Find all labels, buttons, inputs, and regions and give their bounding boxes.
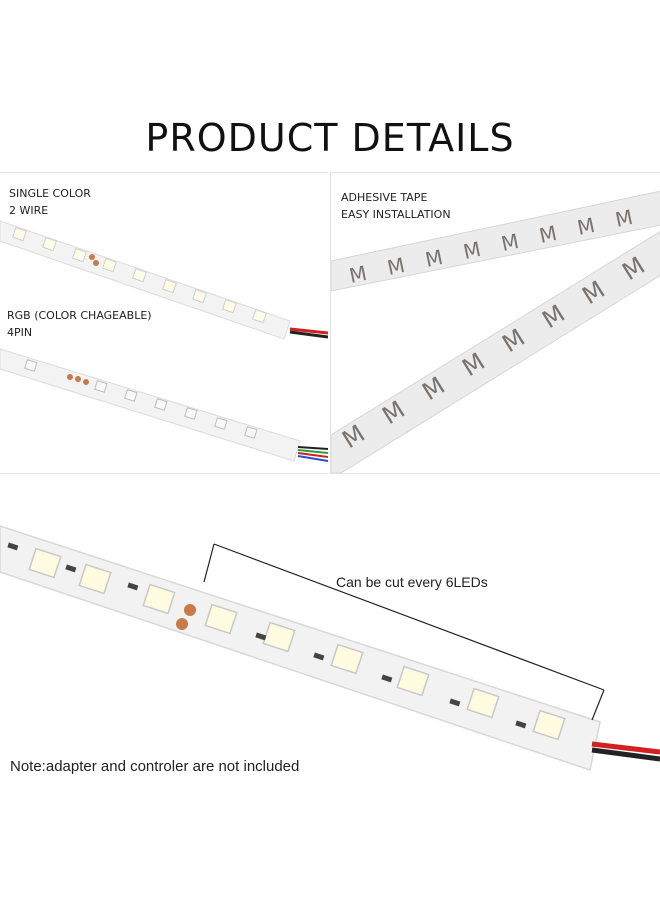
single-color-label: SINGLE COLOR 2 WIRE bbox=[9, 185, 91, 219]
adhesive-subtitle: EASY INSTALLATION bbox=[341, 208, 451, 221]
rgb-title: RGB (COLOR CHAGEABLE) bbox=[7, 309, 152, 322]
large-strip-wires bbox=[591, 741, 660, 762]
not-included-note: Note:adapter and controler are not inclu… bbox=[10, 758, 300, 775]
svg-text:M: M bbox=[347, 261, 369, 288]
page-title: PRODUCT DETAILS bbox=[145, 116, 515, 160]
adhesive-tape-lower: M M M M M M M M bbox=[331, 231, 660, 473]
adhesive-title: ADHESIVE TAPE bbox=[341, 191, 428, 204]
adhesive-label: ADHESIVE TAPE EASY INSTALLATION bbox=[341, 189, 451, 223]
measure-bracket bbox=[203, 543, 605, 721]
svg-text:M: M bbox=[537, 221, 559, 248]
svg-text:M: M bbox=[423, 245, 445, 272]
cut-illustration bbox=[0, 474, 660, 900]
strip-illustrations bbox=[0, 220, 328, 462]
svg-text:M: M bbox=[385, 253, 407, 280]
adhesive-tape-upper: M M M M M M M M bbox=[331, 190, 660, 292]
rgb-strip-image bbox=[0, 348, 328, 462]
single-color-wire: 2 WIRE bbox=[9, 204, 49, 217]
adhesive-tape-image: M M M M M M M M M M M M M M M M bbox=[331, 190, 660, 473]
cut-interval-label: Can be cut every 6LEDs bbox=[336, 574, 488, 590]
svg-text:M: M bbox=[499, 229, 521, 256]
rgb-label: RGB (COLOR CHAGEABLE) 4PIN bbox=[7, 307, 152, 341]
large-strip-resistors bbox=[7, 542, 527, 729]
rgb-pin: 4PIN bbox=[7, 326, 33, 339]
svg-text:M: M bbox=[613, 205, 635, 232]
svg-text:M: M bbox=[575, 213, 597, 240]
single-color-strip-image bbox=[0, 220, 328, 340]
single-color-title: SINGLE COLOR bbox=[9, 187, 91, 200]
cut-pads bbox=[176, 604, 196, 630]
large-strip-leds bbox=[28, 547, 566, 741]
single-color-leds bbox=[12, 227, 267, 324]
adhesive-panel: ADHESIVE TAPE EASY INSTALLATION M M M M … bbox=[330, 172, 660, 474]
svg-text:M: M bbox=[461, 237, 483, 264]
large-strip-image bbox=[0, 525, 660, 771]
strip-types-panel: SINGLE COLOR 2 WIRE RGB (COLOR CHAGEABLE… bbox=[0, 172, 328, 474]
